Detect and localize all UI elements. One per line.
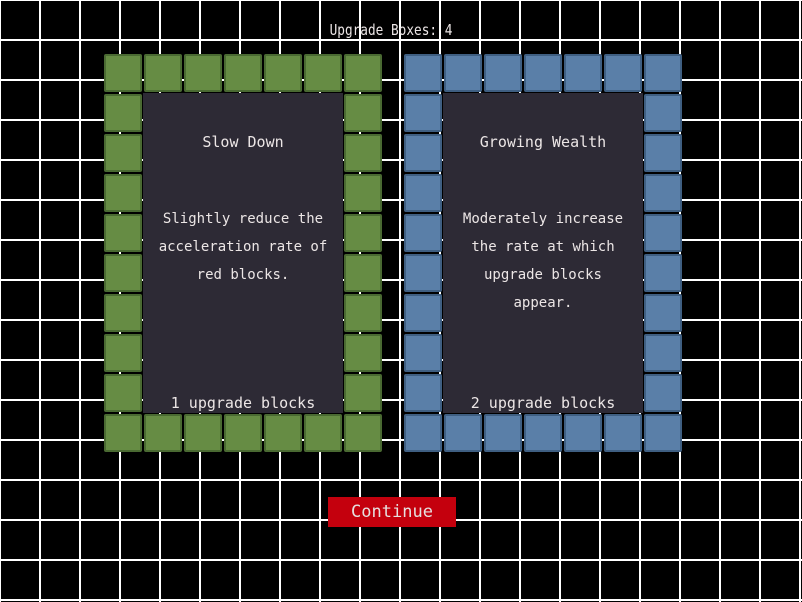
border-block [104,174,142,212]
border-block [564,414,602,452]
border-block [444,414,482,452]
border-block [524,54,562,92]
border-block [104,374,142,412]
card-cost: 2 upgrade blocks [470,394,616,412]
border-block [104,94,142,132]
border-block [404,54,442,92]
border-block [404,334,442,372]
border-block [644,334,682,372]
border-block [404,94,442,132]
border-block [104,254,142,292]
upgrade-card-growing-wealth[interactable]: Growing Wealth Moderately increase the r… [403,53,683,453]
border-block [344,134,382,172]
border-block [484,414,522,452]
border-block [304,54,342,92]
border-block [264,54,302,92]
border-block [404,374,442,412]
border-block [644,54,682,92]
border-block [344,414,382,452]
border-block [104,414,142,452]
border-block [144,414,182,452]
border-block [404,414,442,452]
border-block [444,54,482,92]
card-title: Growing Wealth [479,133,607,151]
border-block [344,174,382,212]
border-block [224,54,262,92]
border-block [344,214,382,252]
border-block [404,214,442,252]
border-block [404,254,442,292]
border-block [104,54,142,92]
card-cost: 1 upgrade blocks [170,394,316,412]
border-block [344,94,382,132]
border-block [404,134,442,172]
card-description: Slightly reduce the acceleration rate of… [158,211,328,283]
border-block [644,174,682,212]
border-block [644,414,682,452]
border-block [644,374,682,412]
border-block [484,54,522,92]
border-block [304,414,342,452]
border-block [224,414,262,452]
border-block [404,174,442,212]
border-block [644,254,682,292]
border-block [104,134,142,172]
card-body: Slow Down Slightly reduce the accelerati… [143,93,343,413]
border-block [344,374,382,412]
border-block [604,414,642,452]
upgrade-card-slow-down[interactable]: Slow Down Slightly reduce the accelerati… [103,53,383,453]
continue-button[interactable]: Continue [328,497,456,527]
border-block [644,294,682,332]
border-block [344,294,382,332]
border-block [604,54,642,92]
border-block [344,254,382,292]
border-block [184,414,222,452]
border-block [104,214,142,252]
border-block [524,414,562,452]
card-body: Growing Wealth Moderately increase the r… [443,93,643,413]
border-block [184,54,222,92]
border-block [644,94,682,132]
border-block [344,334,382,372]
card-description: Moderately increase the rate at which up… [462,211,624,311]
border-block [644,214,682,252]
border-block [644,134,682,172]
border-block [264,414,302,452]
card-title: Slow Down [202,133,284,151]
border-block [404,294,442,332]
border-block [104,334,142,372]
border-block [144,54,182,92]
border-block [344,54,382,92]
border-block [564,54,602,92]
upgrade-boxes-count: Upgrade Boxes: 4 [329,21,453,39]
border-block [104,294,142,332]
